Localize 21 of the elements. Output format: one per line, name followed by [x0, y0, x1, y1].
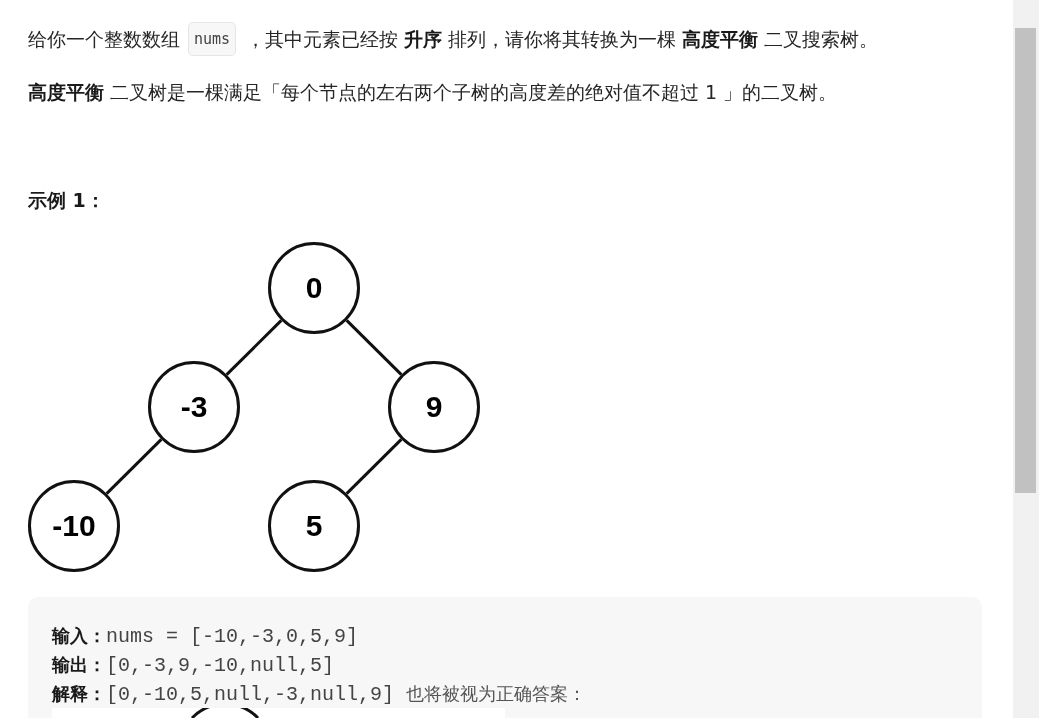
node-value: -10: [52, 509, 96, 543]
connector-line: [105, 438, 163, 495]
node-value: -3: [180, 390, 208, 424]
connector-line: [225, 319, 283, 376]
node-value: 5: [305, 509, 323, 543]
node-value: 9: [425, 390, 443, 424]
field-label: 输出：: [52, 653, 106, 677]
field-label: 解释：: [52, 682, 106, 706]
description-text: 给你一个整数数组: [28, 27, 180, 52]
description-text: 高度平衡 二叉树是一棵满足「每个节点的左右两个子树的高度差的绝对值不超过 1 」的二叉树。: [28, 80, 838, 105]
code-text: nums = [-10,-3,0,5,9]: [106, 624, 359, 648]
note-text: 也将被视为正确答案：: [406, 682, 587, 706]
connector-line: [345, 438, 403, 495]
code-text: [0,-10,5,null,-3,null,9]: [106, 682, 395, 706]
node-value: 0: [305, 271, 323, 305]
connector-line: [345, 319, 403, 376]
inline-code: nums: [188, 22, 237, 56]
code-text: [0,-3,9,-10,null,5]: [106, 653, 335, 677]
field-label: 输入：: [52, 624, 106, 648]
description-text: ，其中元素已经按 升序 排列，请你将其转换为一棵 高度平衡 二叉搜索树。: [246, 27, 879, 52]
example-heading: 示例 1：: [28, 188, 105, 213]
